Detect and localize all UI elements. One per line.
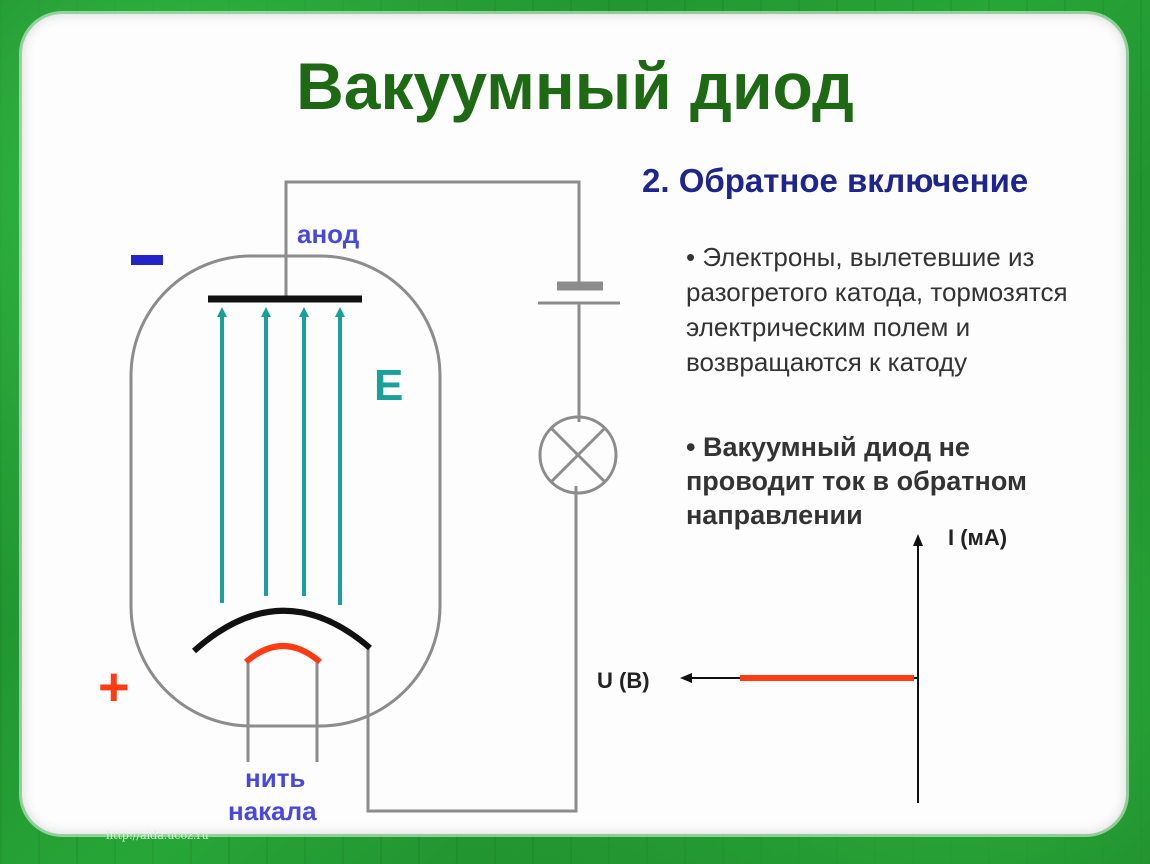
filament-label-line1: нить: [245, 763, 305, 793]
bullet-electrons: • Электроны, вылетевшие из разогретого к…: [686, 242, 1068, 377]
watermark-url: http://aida.ucoz.ru: [106, 829, 209, 842]
slide-subtitle: 2. Обратное включение: [642, 162, 1029, 199]
filament-arc: [244, 643, 322, 665]
voltage-axis-label: U (В): [597, 668, 650, 693]
minus-sign: [131, 255, 163, 265]
cathode-arc: [191, 607, 372, 654]
anode-label: анод: [297, 219, 360, 249]
bullet-conclusion: • Вакуумный диод не проводит ток в обрат…: [686, 432, 1027, 530]
filament-label-line2: накала: [228, 796, 317, 826]
slide-title: Вакуумный диод: [296, 49, 854, 123]
lamp-icon: [538, 415, 618, 495]
field-arrows: [217, 307, 345, 605]
field-label: E: [374, 361, 403, 410]
plus-sign: +: [98, 657, 130, 717]
iv-graph: I (мА) U (В): [597, 525, 1007, 803]
vacuum-tube-envelope: [129, 254, 442, 728]
battery-icon: [538, 281, 620, 305]
slide-panel: [22, 14, 1126, 834]
current-axis-label: I (мА): [948, 525, 1007, 550]
circuit-wires: [246, 180, 581, 813]
